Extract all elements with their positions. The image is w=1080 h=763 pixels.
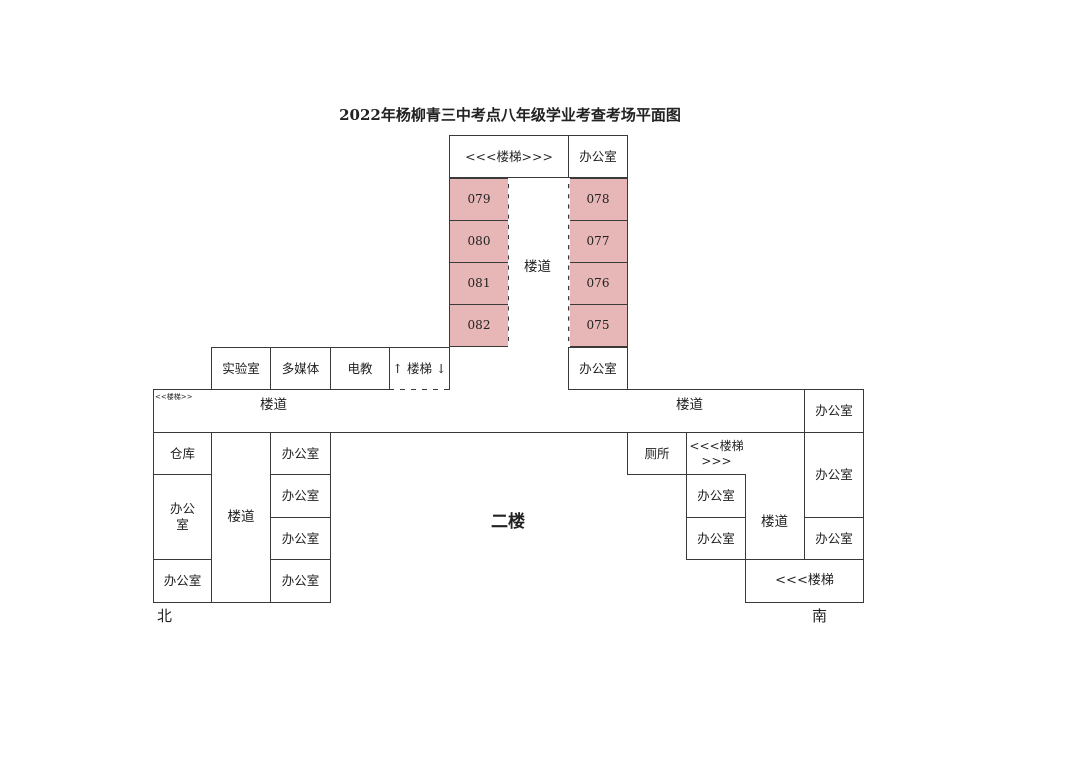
south-corridor-left-wall [745, 474, 746, 603]
south-office-inner-2: 办公室 [686, 517, 746, 560]
storage-room: 仓库 [153, 432, 212, 475]
exam-room-079: 079 [449, 178, 509, 221]
north-office-mid: 办公 室 [153, 474, 212, 560]
corridor-bottom-wall [153, 432, 805, 433]
top-stairs: <<<楼梯>>> [449, 135, 568, 178]
north-office-4: 办公室 [270, 559, 331, 603]
toilet: 厕所 [627, 432, 687, 475]
north-office-3: 办公室 [270, 517, 331, 560]
south-stairs-upper: <<<楼梯 >>> [686, 432, 746, 475]
exam-room-080: 080 [449, 220, 509, 263]
lab-room: 实验室 [211, 347, 271, 390]
multimedia-room: 多媒体 [270, 347, 331, 390]
top-office: 办公室 [568, 135, 628, 178]
door-marks-right [568, 178, 570, 347]
door-marks-left [508, 178, 510, 347]
south-corridor-label: 楼道 [761, 514, 788, 530]
floor-label: 二楼 [491, 512, 525, 532]
main-corridor-right-label: 楼道 [676, 397, 703, 413]
corridor-top-left-wall [153, 389, 390, 390]
page-title: 2022年杨柳青三中考点八年级学业考查考场平面图 [339, 106, 681, 124]
corridor-end-office: 办公室 [804, 389, 864, 433]
south-label: 南 [812, 607, 828, 625]
south-office-inner-1: 办公室 [686, 474, 746, 518]
corridor-left-end-wall [153, 389, 154, 432]
middle-stairs: ↑ 楼梯 ↓ [389, 347, 450, 390]
north-office-bottom: 办公室 [153, 559, 212, 603]
south-stairs-bottom: <<<楼梯 [745, 559, 864, 603]
exam-room-082: 082 [449, 304, 509, 347]
exam-room-081: 081 [449, 262, 509, 305]
top-wing-bottom-office: 办公室 [568, 347, 628, 390]
north-office-2: 办公室 [270, 474, 331, 518]
exam-room-075: 075 [568, 304, 628, 347]
main-corridor-left-label: 楼道 [260, 397, 287, 413]
north-office-1: 办公室 [270, 432, 331, 475]
exam-room-078: 078 [568, 178, 628, 221]
corridor-top-right-wall [568, 389, 864, 390]
exam-room-076: 076 [568, 262, 628, 305]
top-corridor-label: 楼道 [524, 259, 551, 275]
north-label: 北 [157, 607, 173, 625]
north-corridor: 楼道 [211, 432, 271, 603]
av-room: 电教 [330, 347, 390, 390]
south-office-outer-1: 办公室 [804, 432, 864, 518]
stairs-opening [394, 388, 444, 390]
corridor-stairs-note: <<楼梯>> [155, 393, 193, 401]
exam-room-077: 077 [568, 220, 628, 263]
south-office-outer-2: 办公室 [804, 517, 864, 560]
